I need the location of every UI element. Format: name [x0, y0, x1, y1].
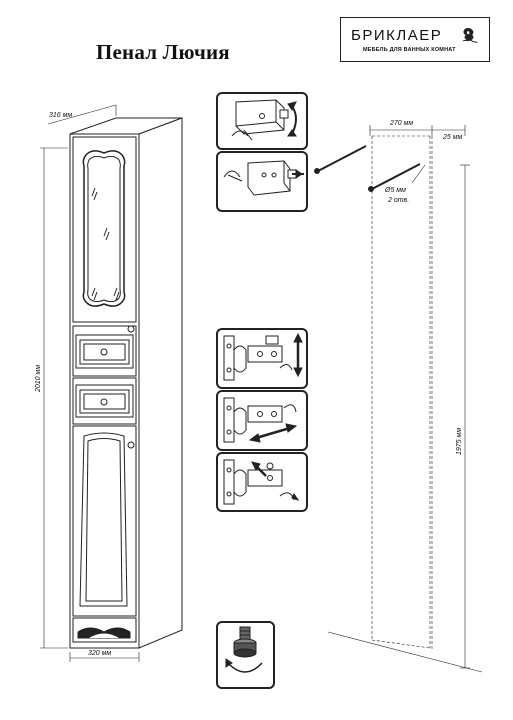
hinge-icon [223, 397, 298, 443]
hinge-icon [223, 332, 303, 381]
cabinet [69, 117, 183, 649]
wall-mount-diagram [327, 125, 483, 673]
hanger-bracket-icon [223, 160, 304, 196]
width-label: 320 мм [88, 650, 112, 657]
hole-count-label: 2 отв. [388, 197, 410, 204]
rose-icon [462, 28, 478, 44]
cabinet-dimension-lines [40, 104, 140, 662]
adjustable-foot-icon [225, 626, 263, 673]
mount-height-label: 1975 мм [456, 427, 463, 455]
hanger-adjust-vertical-panel [216, 92, 308, 150]
adjustable-foot-panel [216, 621, 275, 689]
screw-icons [314, 145, 421, 192]
hinge-side-adjust-panel [216, 452, 308, 512]
hanger-adjust-horizontal-panel [216, 151, 308, 212]
hole-diameter-label: Ø5 мм [385, 187, 406, 194]
depth-label: 316 мм [49, 112, 73, 119]
hanger-bracket-icon [231, 99, 297, 141]
brand-tagline: МЕБЕЛЬ ДЛЯ ВАННЫХ КОМНАТ [363, 47, 456, 53]
hinge-icon [223, 459, 300, 505]
brand-logo: БРИКЛАЕР МЕБЕЛЬ ДЛЯ ВАННЫХ КОМНАТ [340, 17, 490, 62]
page-title: Пенал Лючия [96, 40, 230, 64]
wall-offset-label: 25 мм [443, 134, 463, 141]
brand-name: БРИКЛАЕР [351, 27, 443, 44]
hinge-depth-adjust-panel [216, 390, 308, 451]
height-label: 2010 мм [35, 364, 42, 392]
hinge-vertical-adjust-panel [216, 328, 308, 389]
mount-width-label: 270 мм [390, 120, 414, 127]
